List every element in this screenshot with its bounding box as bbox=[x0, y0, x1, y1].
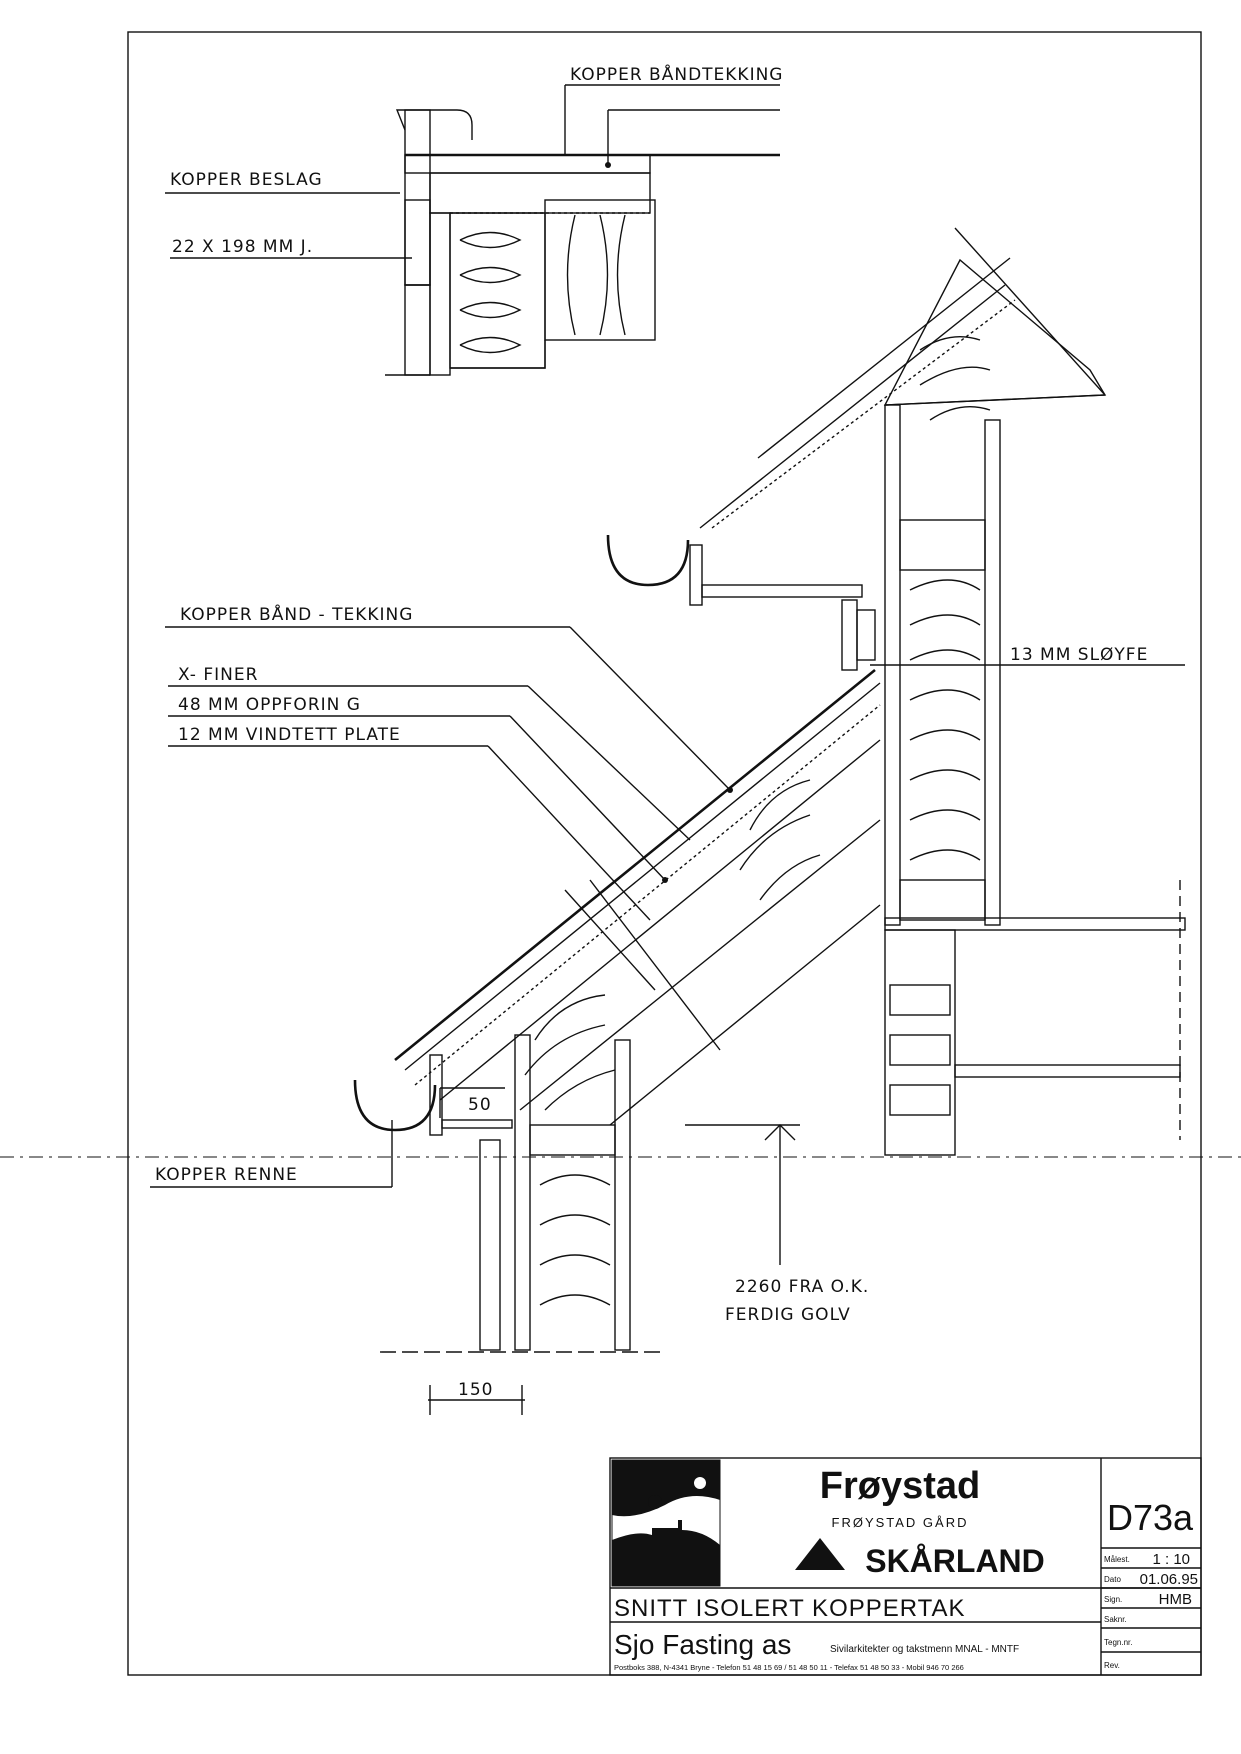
field-key-4: Tegn.nr. bbox=[1104, 1638, 1132, 1647]
dimension-150: 150 bbox=[458, 1380, 493, 1400]
main-labels: KOPPER BÅND - TEKKING X- FINER 48 MM OPP… bbox=[150, 603, 1185, 1415]
label-height-1: 2260 FRA O.K. bbox=[735, 1277, 869, 1297]
brand-subtitle: FRØYSTAD GÅRD bbox=[832, 1515, 969, 1530]
field-key-0: Målest. bbox=[1104, 1555, 1130, 1564]
firm-address: Postboks 388, N-4341 Bryne - Telefon 51 … bbox=[614, 1663, 964, 1672]
field-key-3: Saknr. bbox=[1104, 1615, 1127, 1624]
label-kopper-bandtekking-top: KOPPER BÅNDTEKKING bbox=[570, 63, 783, 85]
label-22x198: 22 X 198 MM J. bbox=[172, 237, 313, 257]
label-kopper-band-tekking: KOPPER BÅND - TEKKING bbox=[180, 603, 413, 625]
field-key-1: Dato bbox=[1104, 1575, 1121, 1584]
field-value-2: HMB bbox=[1159, 1591, 1192, 1608]
field-key-5: Rev. bbox=[1104, 1661, 1120, 1670]
top-labels: KOPPER BÅNDTEKKING KOPPER BESLAG 22 X 19… bbox=[165, 63, 783, 259]
label-13mm-sloyfe: 13 MM SLØYFE bbox=[1010, 645, 1148, 665]
label-12mm-vindtett: 12 MM VINDTETT PLATE bbox=[178, 725, 401, 745]
sheet-border bbox=[127, 31, 1202, 1676]
label-x-finer: X- FINER bbox=[178, 665, 258, 685]
label-height-2: FERDIG GOLV bbox=[725, 1305, 851, 1325]
title-block: Frøystad FRØYSTAD GÅRD SKÅRLAND D73a SNI… bbox=[609, 1457, 1202, 1676]
skarland-logo-icon bbox=[795, 1538, 845, 1570]
firm-name: Sjo Fasting as bbox=[614, 1629, 791, 1660]
company-name: SKÅRLAND bbox=[865, 1543, 1045, 1579]
label-48mm-oppforing: 48 MM OPPFORIN G bbox=[178, 695, 361, 715]
brand-name: Frøystad bbox=[820, 1465, 980, 1507]
dimension-50: 50 bbox=[468, 1095, 492, 1115]
label-kopper-beslag: KOPPER BESLAG bbox=[170, 170, 323, 190]
field-key-2: Sign. bbox=[1104, 1595, 1122, 1604]
label-kopper-renne: KOPPER RENNE bbox=[155, 1165, 298, 1185]
firm-description: Sivilarkitekter og takstmenn MNAL - MNTF bbox=[830, 1644, 1019, 1655]
field-value-0: 1 : 10 bbox=[1152, 1551, 1190, 1568]
drawing-title: SNITT ISOLERT KOPPERTAK bbox=[614, 1595, 966, 1622]
drawing-number: D73a bbox=[1107, 1497, 1194, 1538]
field-value-1: 01.06.95 bbox=[1140, 1571, 1198, 1588]
top-parapet-detail bbox=[385, 109, 780, 376]
main-section bbox=[353, 227, 1186, 1353]
